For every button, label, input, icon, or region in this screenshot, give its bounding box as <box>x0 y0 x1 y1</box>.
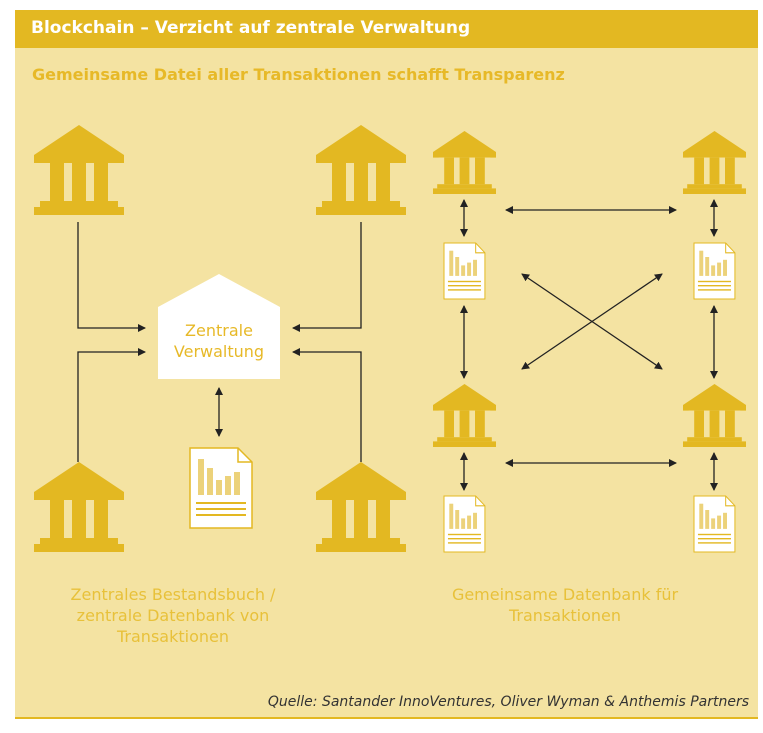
central-label-line1: Zentrale <box>185 321 253 340</box>
bank-icon <box>433 384 496 447</box>
bank-icon <box>34 125 124 215</box>
header-bar: Blockchain – Verzicht auf zentrale Verwa… <box>15 10 758 48</box>
document-chart-icon <box>443 495 486 553</box>
document-chart-icon <box>443 242 486 300</box>
central-label-line2: Verwaltung <box>174 342 264 361</box>
central-administration-building <box>158 274 280 379</box>
bank-icon <box>683 384 746 447</box>
document-chart-icon <box>693 242 736 300</box>
bank-icon <box>316 125 406 215</box>
bank-icon <box>34 462 124 552</box>
bank-icon <box>683 131 746 194</box>
bank-icon <box>316 462 406 552</box>
document-chart-icon <box>693 495 736 553</box>
document-chart-icon <box>189 447 253 529</box>
caption-shared-database: Gemeinsame Datenbank für Transaktionen <box>451 585 679 625</box>
bottom-divider <box>15 717 758 719</box>
subtitle: Gemeinsame Datei aller Transaktionen sch… <box>32 65 565 84</box>
source-note: Quelle: Santander InnoVentures, Oliver W… <box>267 694 749 710</box>
bank-icon <box>433 131 496 194</box>
header-title: Blockchain – Verzicht auf zentrale Verwa… <box>31 18 471 38</box>
caption-central-ledger: Zentrales Bestandsbuch / zentrale Datenb… <box>70 585 276 646</box>
